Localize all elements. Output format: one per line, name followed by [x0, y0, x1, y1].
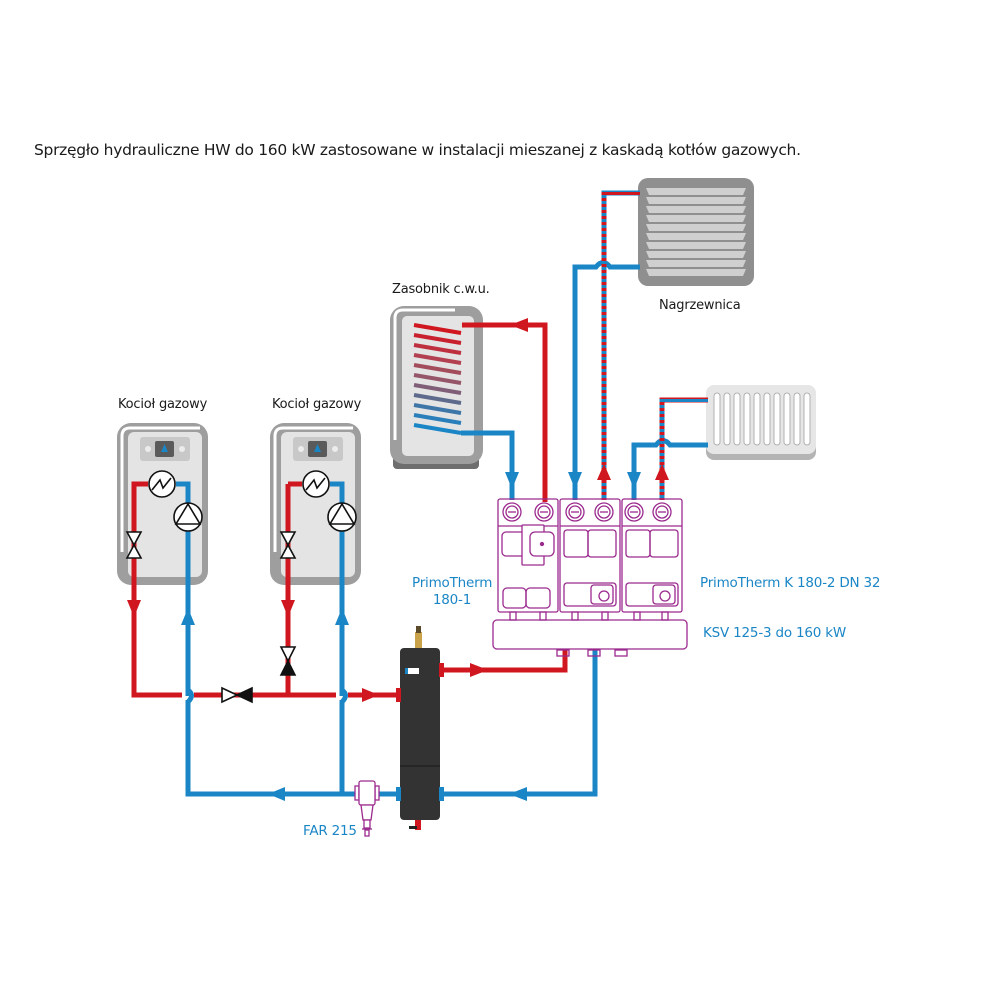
label-far-215: FAR 215	[303, 823, 357, 839]
arrow-right-icon	[470, 663, 488, 677]
arrow-left-icon	[268, 787, 285, 801]
secondary-supply-pipe	[440, 650, 568, 673]
air-heater-supply-pipe	[601, 190, 640, 480]
dhw-supply-pipe	[462, 322, 548, 502]
air-heater-casing	[638, 178, 754, 286]
brand-label	[405, 668, 419, 674]
diagram-title: Sprzęgło hydrauliczne HW do 160 kW zasto…	[34, 141, 801, 159]
arrow-down-icon	[568, 472, 582, 489]
label-primotherm-180-1: PrimoTherm 180-1	[412, 575, 492, 609]
arrow-up-icon	[181, 608, 195, 625]
boiler-1-symbols	[125, 470, 203, 559]
radiator-fins	[713, 392, 811, 446]
far-215-dirt-separator	[354, 780, 380, 837]
ksv-manifold	[492, 619, 688, 650]
pump-groups	[492, 498, 688, 657]
radiator-supply-pipe	[659, 397, 708, 480]
primotherm-k-module-1	[559, 498, 621, 613]
separator-body	[400, 648, 440, 820]
valve-icon	[279, 531, 297, 559]
boiler-2-return-pipe	[330, 481, 345, 696]
arrow-up-icon	[597, 464, 611, 480]
arrow-left-icon	[510, 318, 528, 332]
dhw-coil	[413, 323, 462, 435]
flow-arrows	[127, 318, 669, 801]
supply-header-left	[131, 600, 182, 698]
thermometer-icon	[594, 502, 614, 522]
thermometer-icon	[502, 502, 522, 522]
gas-boiler-1	[117, 423, 208, 585]
label-primotherm-180-1-line1: PrimoTherm	[412, 575, 493, 591]
label-air-heater: Nagrzewnica	[659, 298, 741, 313]
arrow-left-icon	[509, 787, 527, 801]
radiator-return-pipe	[631, 438, 708, 480]
radiator	[706, 385, 816, 460]
check-valve-horizontal	[221, 686, 253, 704]
manifold-connection	[614, 649, 628, 657]
arrow-up-icon	[335, 608, 349, 625]
valve-icon	[125, 531, 143, 559]
air-vent	[415, 632, 422, 650]
primotherm-k-module-2	[621, 498, 683, 613]
arrow-down-icon	[627, 472, 641, 489]
label-ksv: KSV 125-3 do 160 kW	[703, 625, 847, 641]
manifold-connection	[587, 649, 601, 657]
thermometer-icon	[652, 502, 672, 522]
hydraulic-separator	[396, 626, 444, 830]
mixing-valve-icon	[590, 584, 614, 605]
arrow-right-icon	[362, 688, 379, 702]
return-header-left	[185, 700, 400, 797]
arrow-down-icon	[281, 600, 295, 617]
flame-icon	[314, 444, 321, 452]
dhw-tank	[390, 306, 483, 469]
manifold-connection	[556, 649, 570, 657]
boiler-1-supply-pipe	[131, 481, 148, 600]
air-heater	[638, 178, 754, 286]
dhw-return-pipe	[461, 430, 515, 480]
secondary-return-pipe	[440, 650, 598, 797]
arrow-up-icon	[655, 464, 669, 480]
boiler-1-return-pipe	[176, 481, 191, 696]
mixing-valve-icon	[652, 584, 676, 605]
arrow-down-icon	[505, 472, 519, 489]
gas-boiler-2	[270, 423, 361, 585]
arrow-down-icon	[127, 600, 141, 617]
air-heater-louvers	[646, 188, 746, 276]
primotherm-180-1-module	[497, 498, 559, 613]
boiler-2-symbols	[279, 470, 357, 559]
thermometer-icon	[565, 502, 585, 522]
flame-icon	[161, 444, 168, 452]
drain-valve	[415, 820, 421, 830]
thermometer-icon	[534, 502, 554, 522]
boiler-panel	[281, 432, 355, 577]
check-valve-vertical	[279, 646, 297, 676]
air-heater-return-pipe	[572, 260, 640, 480]
label-primotherm-k: PrimoTherm K 180-2 DN 32	[700, 575, 881, 591]
thermometer-icon	[624, 502, 644, 522]
label-primotherm-180-1-line2: 180-1	[432, 592, 472, 608]
label-boiler-1: Kocioł gazowy	[118, 397, 208, 412]
boiler-panel	[128, 432, 202, 577]
label-dhw-tank: Zasobnik c.w.u.	[392, 282, 490, 297]
label-boiler-2: Kocioł gazowy	[272, 397, 362, 412]
